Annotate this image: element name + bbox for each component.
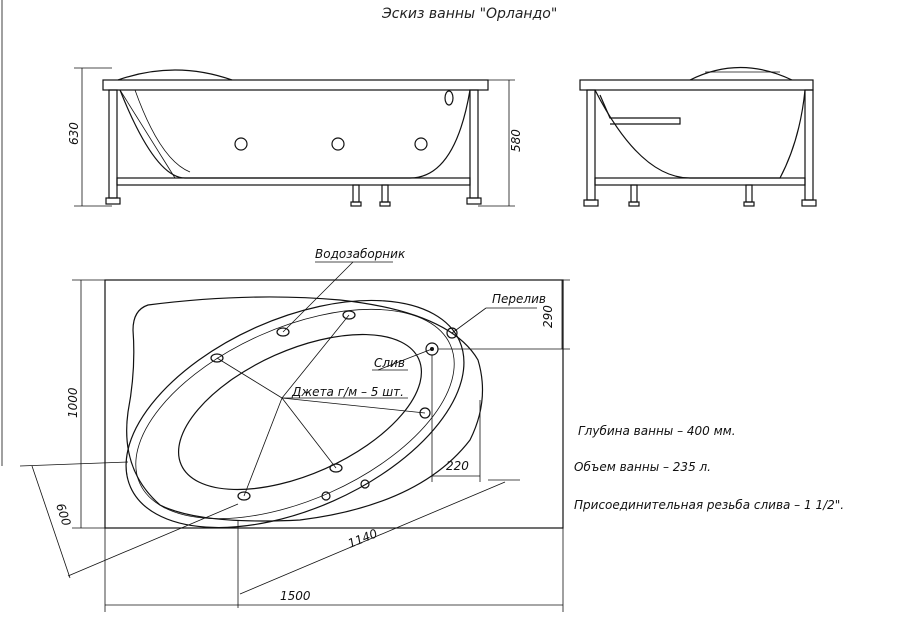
jet-icon-1 <box>276 327 290 337</box>
side-basin <box>594 89 806 179</box>
drawing-title: Эскиз ванны "Орландо" <box>382 6 558 22</box>
front-basin-inner <box>134 89 191 173</box>
spec-drain-thread: Присоединительная резьба слива – 1 1/2". <box>574 498 845 512</box>
dim-1140-label: 1140 <box>346 526 380 551</box>
side-view <box>579 67 817 207</box>
side-leg-right <box>804 89 814 201</box>
jets-callout: Джета г/м – 5 шт. <box>291 385 404 399</box>
side-foot-6 <box>743 201 755 207</box>
tub-rim-inner <box>135 308 455 520</box>
spec-volume: Объем ванны – 235 л. <box>574 460 711 474</box>
headrest-outline <box>117 69 233 81</box>
dim-630-label: 630 <box>67 122 81 145</box>
front-frame-bar <box>116 177 471 186</box>
front-basin <box>119 89 471 179</box>
dim-290-label: 290 <box>541 305 555 328</box>
tub-rim-outer <box>125 299 465 529</box>
dim-1000-label: 1000 <box>66 387 80 418</box>
front-view: 630 580 <box>67 67 523 207</box>
side-frame-bar <box>594 177 806 186</box>
jet-icon-8 <box>360 479 370 489</box>
top-view: 1000 2 <box>19 261 570 612</box>
side-foot-1 <box>583 199 599 207</box>
side-foot-2 <box>801 199 817 207</box>
intake-callout: Водозаборник <box>315 247 406 261</box>
side-foot-5 <box>628 201 640 207</box>
spec-depth: Глубина ванны – 400 мм. <box>578 424 736 438</box>
side-rim <box>579 79 814 91</box>
dim-1500-label: 1500 <box>280 589 311 603</box>
tub-shell <box>126 296 484 522</box>
tub-basin <box>177 333 423 491</box>
jet-icon-5 <box>329 463 343 473</box>
jet-icon-3 <box>210 353 224 363</box>
dim-580-label: 580 <box>509 129 523 152</box>
front-jet-icon-3 <box>414 137 428 151</box>
front-leg-left <box>108 89 118 199</box>
front-jet-icon-1 <box>234 137 248 151</box>
dim-line-1140 <box>239 481 506 595</box>
front-jet-icon-2 <box>331 137 345 151</box>
front-foot-1 <box>105 197 121 205</box>
jet-icon-4 <box>419 407 431 419</box>
overflow-leader <box>451 307 487 334</box>
front-overflow-icon <box>444 90 454 106</box>
front-rim <box>102 79 489 91</box>
front-foot-6 <box>379 201 391 207</box>
side-leg-left <box>586 89 596 201</box>
front-brace <box>119 89 176 179</box>
jet-icon-7 <box>321 491 331 501</box>
jet-icon-2 <box>342 310 356 320</box>
side-seat <box>599 94 681 125</box>
drain-leader <box>377 348 433 371</box>
overflow-icon <box>446 327 458 339</box>
jet-icon-6 <box>237 491 251 501</box>
top-outline <box>104 279 564 529</box>
dim-line-600 <box>31 465 71 579</box>
dim-600-label: 600 <box>53 502 74 528</box>
front-foot-3 <box>352 184 360 203</box>
side-foot-4 <box>745 184 753 203</box>
side-foot-3 <box>630 184 638 203</box>
front-foot-2 <box>466 197 482 205</box>
front-leg-right <box>469 89 479 199</box>
side-headrest <box>689 67 793 81</box>
drain-callout: Слив <box>374 356 405 370</box>
overflow-callout: Перелив <box>492 292 546 306</box>
front-foot-5 <box>350 201 362 207</box>
front-foot-4 <box>381 184 389 203</box>
dim-220-label: 220 <box>446 459 469 473</box>
intake-leader <box>282 261 354 333</box>
